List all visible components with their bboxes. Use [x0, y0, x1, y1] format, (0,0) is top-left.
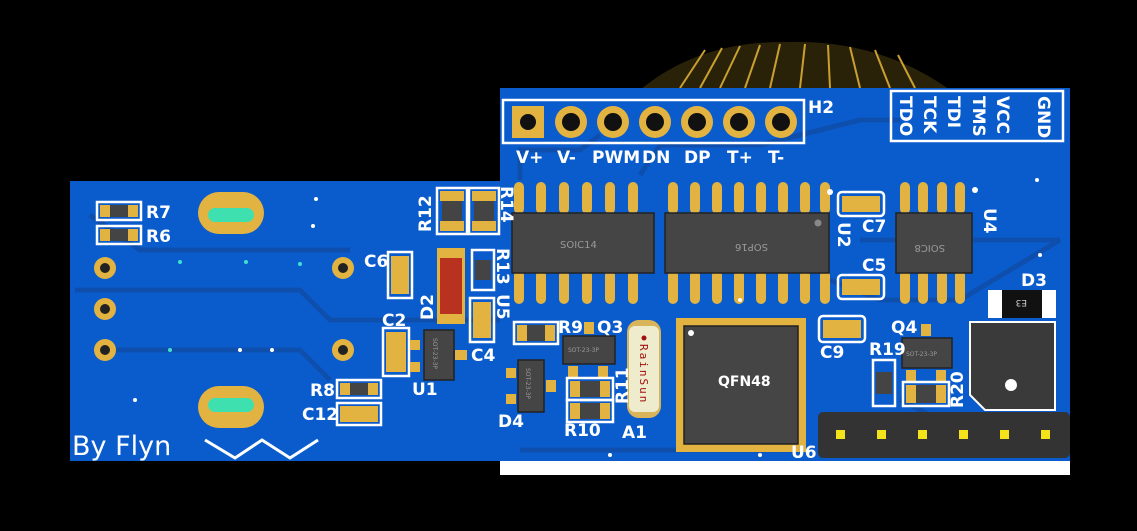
package-markings: SOIC14 SOP16 SOIC8 QFN48 SOT-23-3P SOT-2… [431, 240, 1027, 404]
transistor-d4 [506, 359, 556, 413]
capacitor-c5 [836, 273, 886, 301]
resistor-r7 [95, 200, 143, 222]
jtag-label: VCC [992, 96, 1012, 134]
ref-c7: C7 [862, 217, 886, 237]
ic-sop16 [664, 182, 830, 304]
pin-label: PWM [592, 148, 640, 168]
u1-marking: SOT-23-3P [431, 338, 438, 369]
jtag-label: TDO [895, 96, 915, 136]
through-holes [94, 257, 354, 361]
q3-marking: SOT-23-3P [568, 347, 599, 354]
h2-ref: H2 [808, 98, 834, 118]
sop16-marking: SOP16 [735, 241, 768, 252]
diode-d2 [437, 248, 465, 324]
ref-u4: U4 [979, 208, 999, 234]
capacitor-c6 [386, 250, 414, 300]
transistor-u1 [410, 329, 467, 381]
ref-c4: C4 [471, 346, 495, 366]
jtag-label: GND [1033, 96, 1053, 138]
soic8-marking: SOIC8 [914, 242, 945, 253]
transistor-q3 [562, 322, 616, 378]
ref-u2: U2 [833, 222, 853, 248]
ref-u5: U5 [492, 294, 512, 320]
ref-c6: C6 [364, 252, 388, 272]
d3-marking: E3 [1016, 297, 1027, 307]
signature-text: By Flyn [72, 431, 171, 462]
ref-u1: U1 [412, 380, 438, 400]
jtag-label-box [889, 89, 1065, 143]
pin-label: T+ [727, 148, 753, 168]
ref-c9: C9 [820, 343, 844, 363]
resistor-r6 [95, 224, 143, 246]
background-connector-fan [640, 41, 950, 90]
ref-r12: R12 [416, 195, 436, 232]
resistor-r13 [470, 248, 496, 292]
jtag-label: TMS [968, 96, 988, 137]
capacitor-c12 [335, 401, 383, 427]
diode-d3 [988, 290, 1056, 318]
vias-teal [168, 260, 302, 352]
ic-soic14 [511, 182, 655, 304]
ref-c12: C12 [302, 405, 338, 425]
q4-marking: SOT-23-3P [906, 351, 937, 358]
pin-label: DN [642, 148, 670, 168]
ref-r11: R11 [613, 367, 633, 404]
board-edge [500, 461, 1070, 475]
ref-c2: C2 [382, 311, 406, 331]
ref-a1: A1 [622, 423, 647, 443]
soic14-marking: SOIC14 [560, 240, 597, 251]
ref-r7: R7 [146, 203, 171, 223]
resistor-r9 [512, 320, 560, 346]
ref-r19: R19 [869, 340, 906, 360]
mounting-slot-bottom [198, 386, 264, 428]
qfn48-marking: QFN48 [718, 374, 771, 390]
signature-logo-zigzag [204, 438, 319, 460]
jtag-label: TCK [919, 96, 939, 134]
connector-u6 [818, 412, 1070, 458]
ref-r13: R13 [492, 248, 512, 285]
resistor-r19 [871, 358, 897, 408]
resistor-r11-r10 [565, 376, 615, 424]
ref-d2: D2 [418, 294, 438, 320]
vias [133, 178, 1042, 457]
pin-label: DP [684, 148, 711, 168]
capacitor-c9 [817, 314, 867, 344]
ic-soic8 [895, 182, 973, 304]
ref-u6: U6 [791, 443, 817, 463]
capacitor-c2 [381, 326, 411, 378]
resistor-r8 [335, 378, 383, 400]
ref-q3: Q3 [597, 318, 623, 338]
pin-label: T- [768, 148, 784, 168]
crystal-marking: RainSun [637, 344, 650, 404]
capacitor-c7 [836, 190, 886, 218]
resistor-r14 [467, 186, 501, 236]
jtag-labels: TDO TCK TDI TMS VCC GND [895, 96, 1053, 138]
ref-d3: D3 [1021, 271, 1047, 291]
resistor-r20 [901, 380, 951, 408]
ref-q4: Q4 [891, 318, 917, 338]
ref-r10: R10 [564, 421, 601, 441]
d4-marking: SOT-23-3P [524, 368, 531, 399]
jtag-label: TDI [943, 96, 963, 128]
ref-r6: R6 [146, 227, 171, 247]
transistor-q4 [901, 324, 953, 382]
mounting-slot-top [198, 192, 264, 234]
pin-label: V- [557, 148, 576, 168]
capacitor-c4 [468, 296, 496, 344]
resistor-r12 [435, 186, 469, 236]
buzzer [969, 321, 1056, 411]
ref-r20: R20 [948, 371, 968, 408]
h2-pin-labels: V+ V- PWM DN DP T+ T- H2 [516, 98, 834, 168]
reference-designators: R7 R6 R12 R14 C6 D2 R13 U5 C2 C4 U1 R8 C… [146, 186, 1047, 463]
ref-r14: R14 [496, 186, 516, 223]
ref-r9: R9 [558, 318, 583, 338]
ref-c5: C5 [862, 256, 886, 276]
ic-qfn48 [676, 318, 806, 452]
pin-label: V+ [516, 148, 543, 168]
ref-d4: D4 [498, 412, 524, 432]
ref-r8: R8 [310, 381, 335, 401]
header-h2 [501, 98, 806, 145]
crystal-a1 [627, 320, 661, 418]
